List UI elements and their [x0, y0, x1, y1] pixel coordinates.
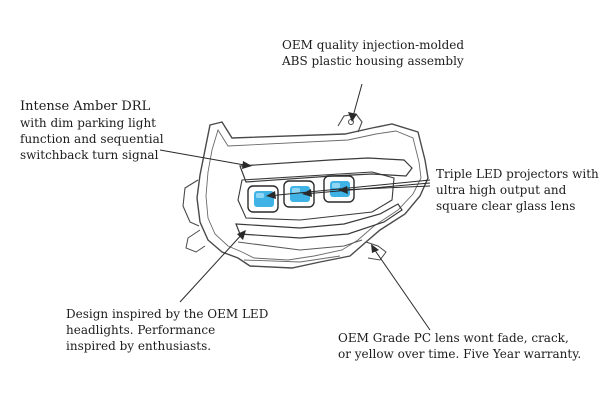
- mounting-tab-right: [365, 241, 387, 261]
- leader-projectors-3: [339, 185, 431, 191]
- leader-lens: [371, 245, 431, 331]
- mounting-tab-left: [182, 179, 200, 227]
- leader-lines: [159, 83, 431, 331]
- projector-2: [283, 180, 315, 208]
- leader-drl: [159, 149, 251, 167]
- drl-bar-upper: [239, 157, 413, 183]
- callout-design-line-2: headlights. Performance: [66, 323, 216, 337]
- callout-drl-line-1: with dim parking light: [20, 116, 157, 130]
- callout-projectors: Triple LED projectors with ultra high ou…: [436, 166, 599, 214]
- projector-bezel: [237, 171, 395, 221]
- mounting-tab-left-lower: [185, 229, 206, 253]
- callout-projectors-line-2: ultra high output and: [436, 183, 567, 197]
- callout-drl-line-3: switchback turn signal: [20, 148, 159, 162]
- arrow-lens: [371, 244, 379, 253]
- callout-housing-line-1: OEM quality injection-molded: [282, 38, 465, 52]
- projector-1: [247, 185, 279, 213]
- lens-lower-trim: [237, 239, 363, 251]
- lens-bottom-edge: [243, 255, 341, 263]
- callout-projectors-line-3: square clear glass lens: [436, 199, 576, 213]
- callout-design: Design inspired by the OEM LED headlight…: [66, 306, 268, 354]
- arrow-projector-2: [302, 189, 312, 197]
- arrow-housing: [348, 112, 357, 122]
- callout-housing-line-2: ABS plastic housing assembly: [282, 54, 464, 68]
- arrow-projector-3: [338, 186, 348, 194]
- arrow-design: [237, 230, 246, 240]
- callout-design-line-3: inspired by enthusiasts.: [66, 339, 212, 353]
- leader-design: [179, 231, 245, 303]
- callout-housing: OEM quality injection-molded ABS plastic…: [282, 37, 464, 69]
- callout-drl: Intense Amber DRL with dim parking light…: [20, 99, 164, 163]
- housing-inner-edge: [205, 128, 422, 261]
- arrow-projector-1: [266, 191, 276, 199]
- callout-drl-line-2: function and sequential: [20, 132, 164, 146]
- arrow-drl: [242, 161, 252, 169]
- callout-projectors-line-1: Triple LED projectors with: [436, 167, 599, 181]
- callout-lens-line-1: OEM Grade PC lens wont fade, crack,: [338, 331, 569, 345]
- callout-lens: OEM Grade PC lens wont fade, crack, or y…: [338, 330, 581, 362]
- leader-arrowheads: [237, 112, 379, 253]
- callout-drl-heading: Intense Amber DRL: [20, 99, 151, 114]
- drl-bar-lower: [235, 203, 403, 239]
- callout-lens-line-2: or yellow over time. Five Year warranty.: [338, 347, 582, 361]
- callout-design-line-1: Design inspired by the OEM LED: [66, 307, 269, 321]
- leader-projectors-1: [267, 179, 431, 197]
